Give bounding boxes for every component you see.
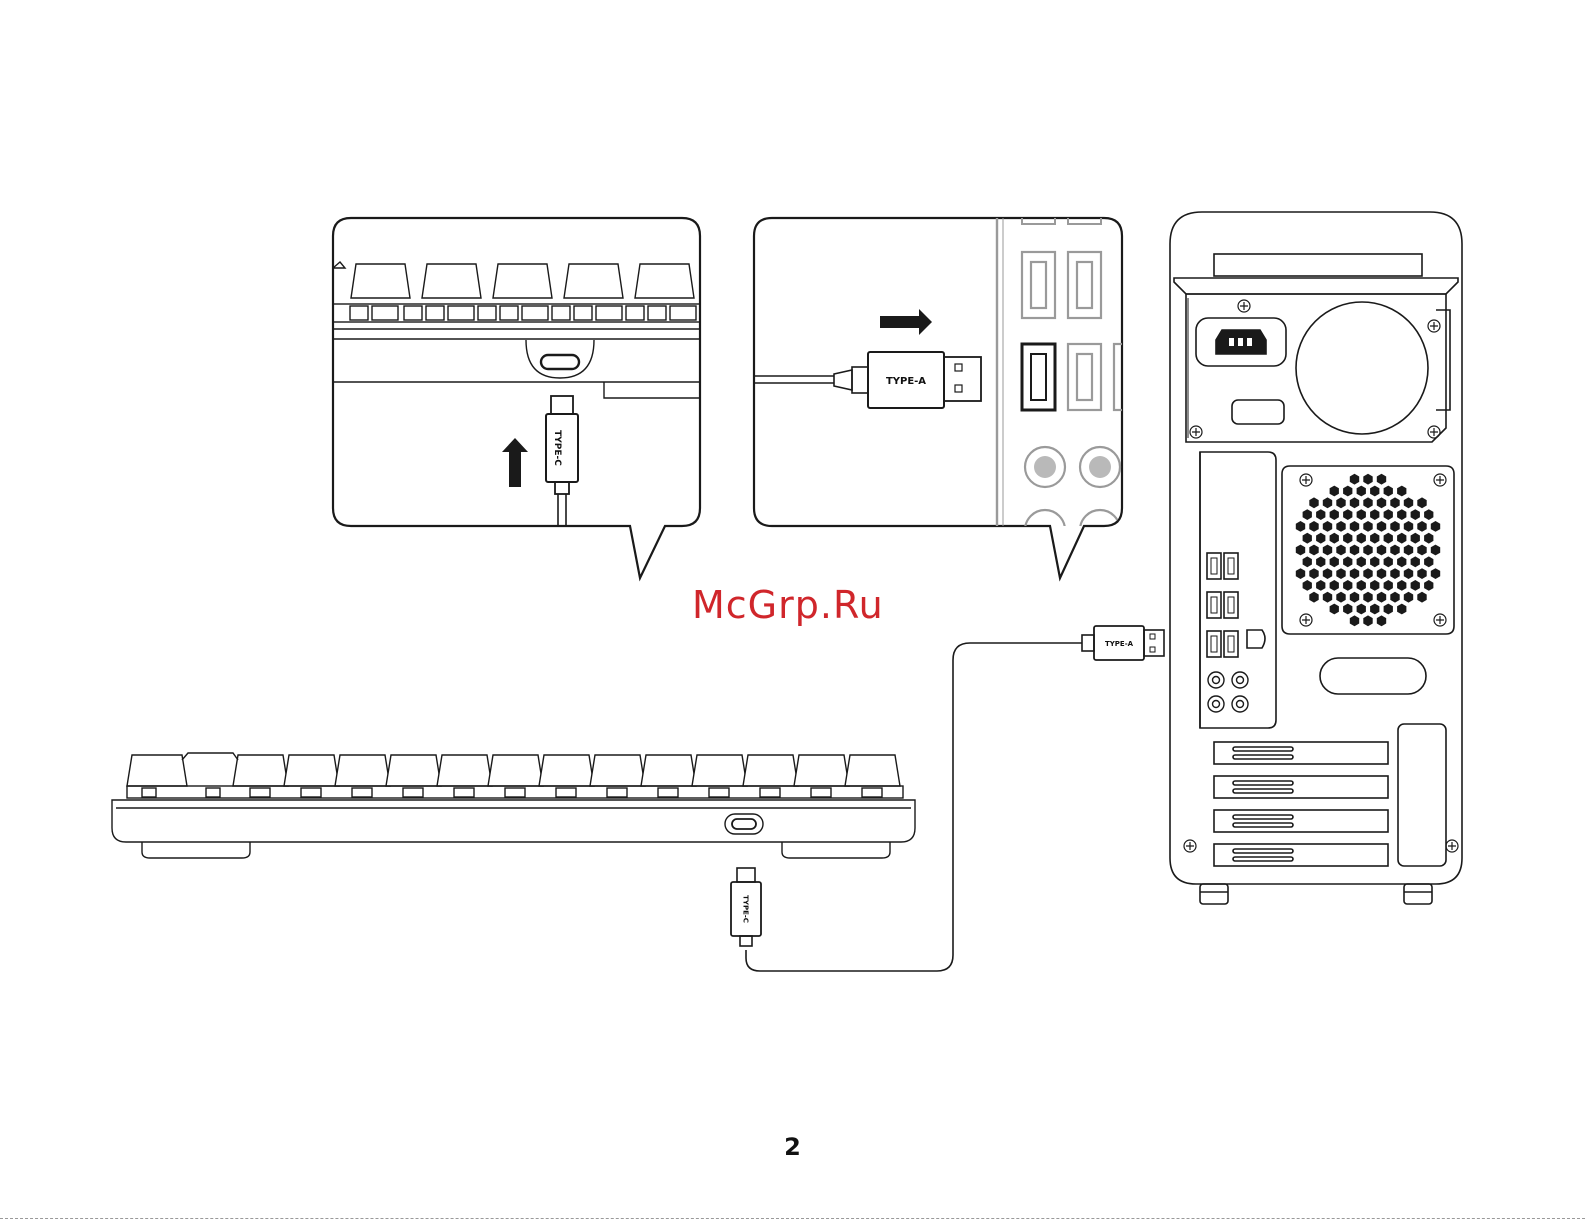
keyboard-switches xyxy=(127,786,903,798)
keyboard xyxy=(112,753,915,858)
type-c-label: TYPE-C xyxy=(552,430,562,466)
pc-tower xyxy=(1170,212,1462,904)
page-number: 2 xyxy=(0,1133,1585,1161)
keyboard-foot-right xyxy=(782,842,890,858)
keyboard-body xyxy=(112,800,915,842)
keyboard-foot-left xyxy=(142,842,250,858)
callout-keyboard-port: TYPE-C xyxy=(333,218,700,578)
page-divider xyxy=(0,1218,1585,1219)
cable-type-c-label: TYPE-C xyxy=(742,895,750,923)
callout-pc-port: TYPE-A xyxy=(754,212,1134,578)
cable-type-a-label: TYPE-A xyxy=(1105,640,1134,648)
keyboard-keycaps xyxy=(127,753,900,786)
type-a-label: TYPE-A xyxy=(886,376,926,387)
keycap-row xyxy=(333,262,694,298)
watermark: McGrp.Ru xyxy=(692,583,884,627)
